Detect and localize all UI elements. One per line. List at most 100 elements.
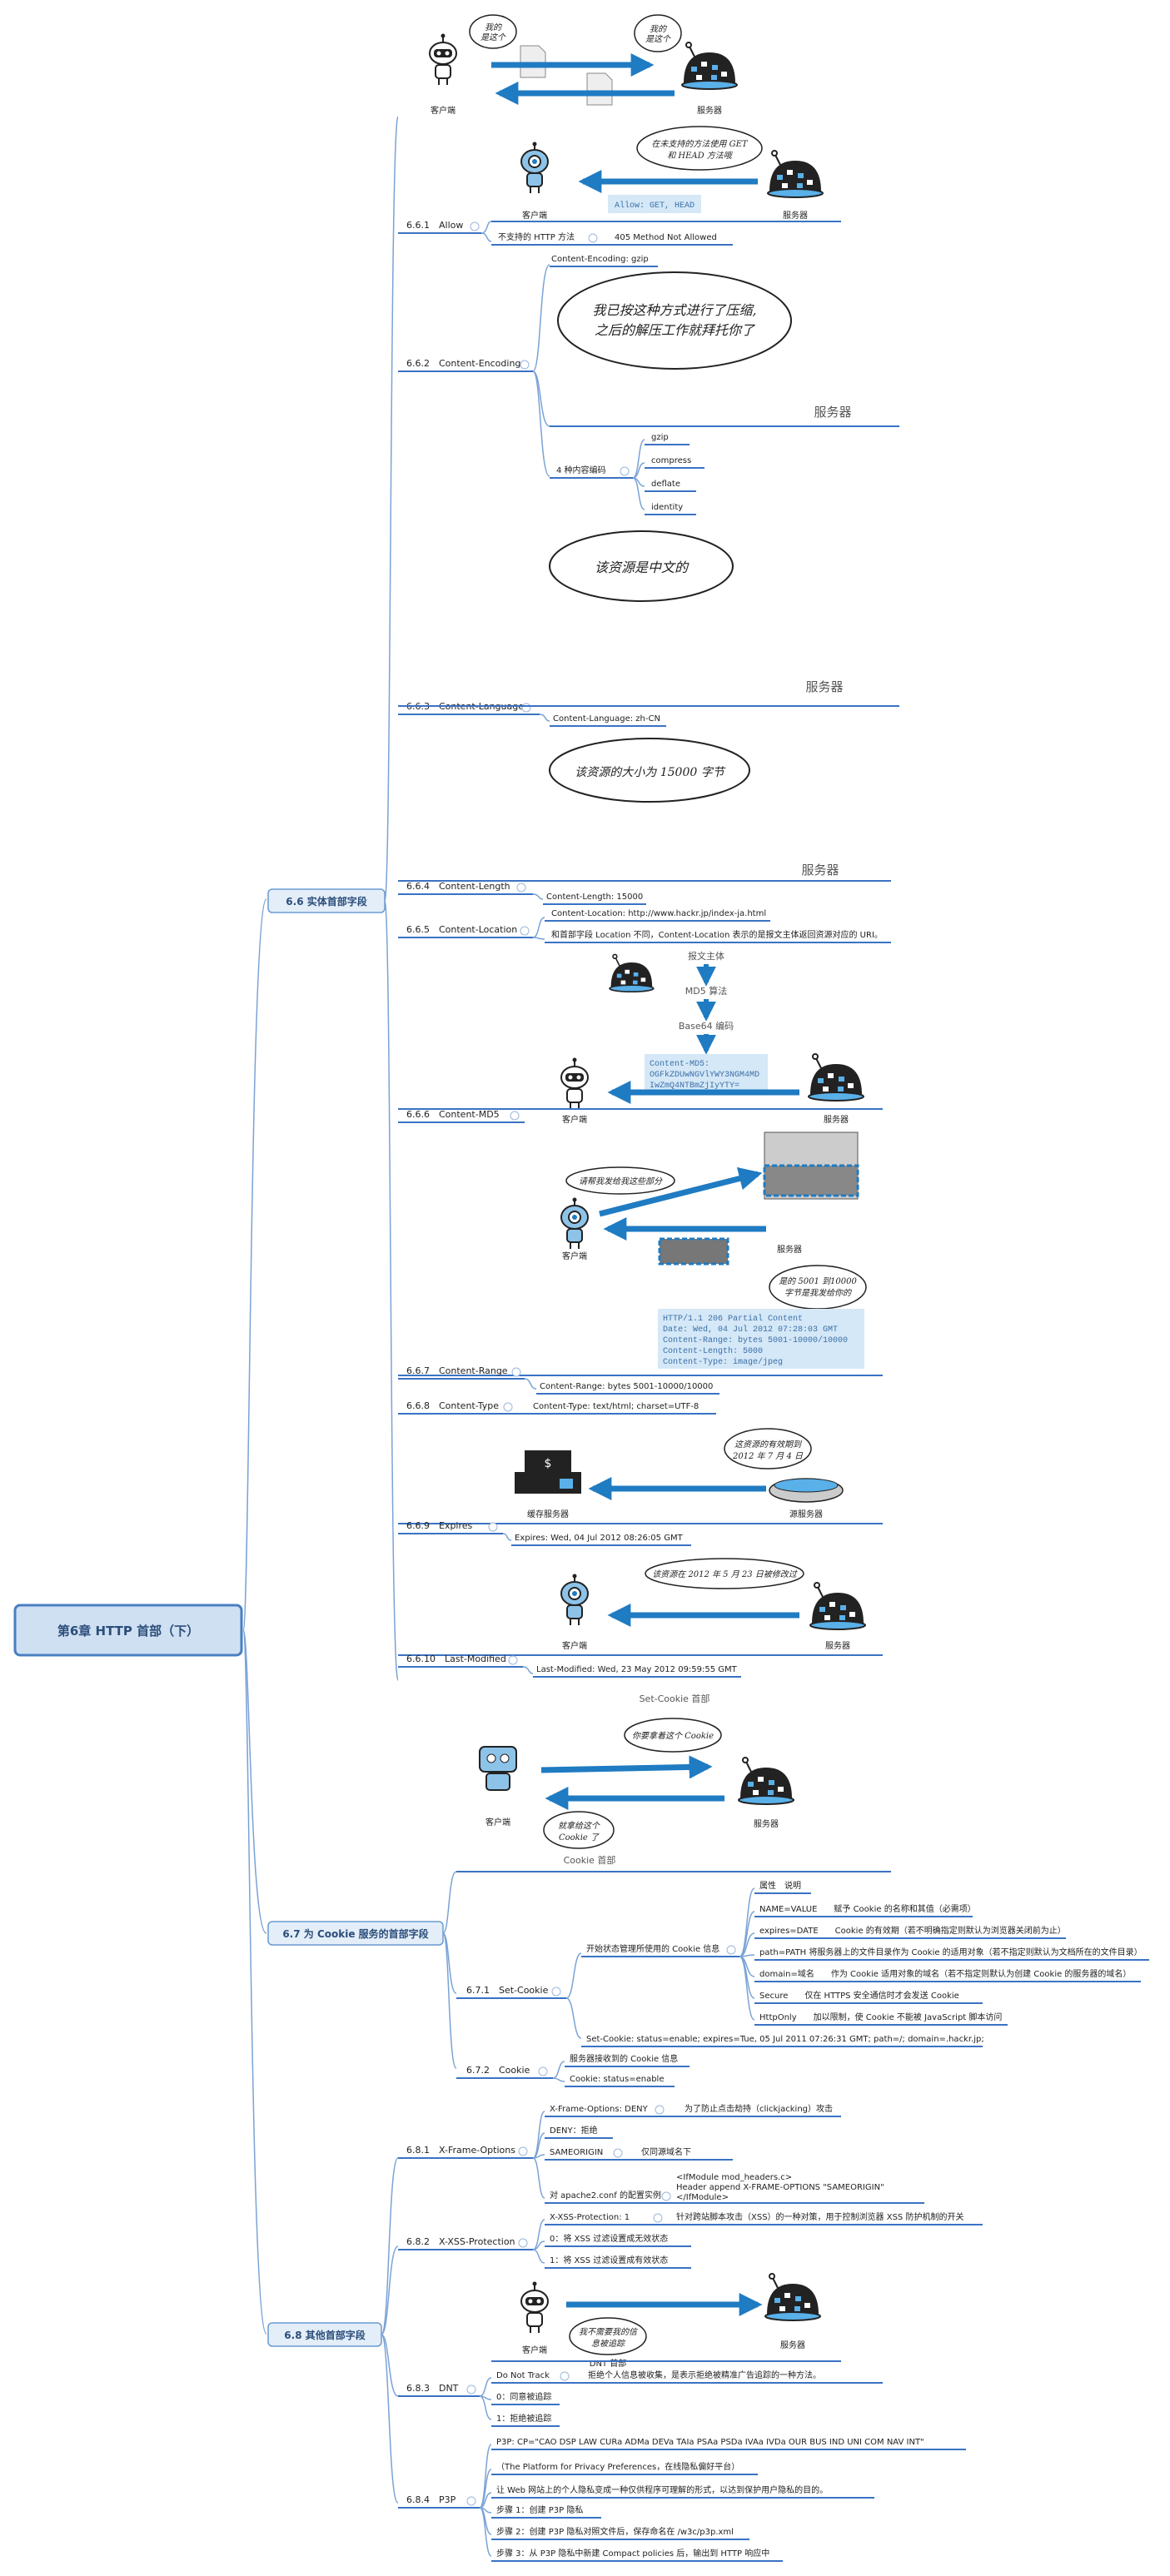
cookie-illustration: Set-Cookie 首部 你要拿着这个 Cookie 客户端 服务器 就拿给这… [479, 1693, 794, 1866]
p3p-v3: 让 Web 网站上的个人隐私变成一种仅供程序可理解的形式，以达到保护用户隐私的目… [496, 2484, 828, 2495]
xfo-v1-note: 为了防止点击劫持（clickjacking）攻击 [685, 2103, 833, 2114]
svg-text:OGFkZDUwNGVlYWY3NGM4MD: OGFkZDUwNGVlYWY3NGM4MD [650, 1070, 759, 1080]
location-value-1: Content-Location: http://www.hackr.jp/in… [551, 909, 766, 918]
range-illustration: 请帮我发给我这些部分 客户端 服务器 是的 5001 到10000 字节是我发给… [560, 953, 867, 1369]
server-label: 服务器 [697, 105, 722, 116]
p3p-v4: 步骤 1：创建 P3P 隐私 [496, 2504, 583, 2515]
dnt-v3: 1：拒绝被追踪 [496, 2413, 551, 2424]
section-6-6[interactable]: 6.6 实体首部字段 [267, 888, 386, 913]
allow-code: Allow: GET, HEAD [615, 201, 695, 211]
attr-row: 属性 说明 [759, 1880, 801, 1891]
xss-v1-note: 针对跨站脚本攻击（XSS）的一种对策，用于控制浏览器 XSS 防护机制的开关 [676, 2211, 963, 2222]
attr-row: domain=域名 作为 Cookie 适用对象的域名（若不指定则默认为创建 C… [759, 1968, 1131, 1979]
range-value: Content-Range: bytes 5001-10000/10000 [540, 1382, 713, 1391]
root-title: 第6章 HTTP 首部（下） [57, 1624, 199, 1639]
set-cookie-title: 6.7.1 Set-Cookie [466, 1985, 549, 1996]
svg-text:客户端: 客户端 [562, 1640, 587, 1651]
svg-text:Content-Type: image/jpeg: Content-Type: image/jpeg [663, 1357, 783, 1367]
cookie-bubble-client: 就拿给这个 [558, 1821, 600, 1831]
svg-text:字节是我发给你的: 字节是我发给你的 [784, 1288, 852, 1298]
root-node: 第6章 HTTP 首部（下） [13, 1604, 243, 1657]
svg-text:服务器: 服务器 [780, 2340, 805, 2350]
encoding-title: 6.6.2 Content-Encoding [406, 358, 520, 369]
p3p-title: 6.8.4 P3P [406, 2494, 456, 2505]
encoding-value: Content-Encoding: gzip [551, 255, 649, 264]
md5-illustration: 报文主体 MD5 算法 Base64 编码 Content-MD5: OGFkZ… [560, 950, 864, 1125]
client-label: 客户端 [431, 105, 456, 116]
svg-text:客户端: 客户端 [485, 1817, 510, 1828]
cookie-bubble-server: 你要拿着这个 Cookie [632, 1731, 714, 1741]
svg-text:是这个: 是这个 [645, 34, 671, 44]
cookie-desc: 服务器接收到的 Cookie 信息 [570, 2053, 678, 2064]
set-cookie-caption: Set-Cookie 首部 [640, 1693, 710, 1704]
xfo-v4: 对 apache2.conf 的配置实例 [550, 2190, 661, 2201]
range-title: 6.6.7 Content-Range [406, 1365, 508, 1376]
svg-text:息被追踪: 息被追踪 [591, 2339, 626, 2349]
set-cookie-attrs: 属性 说明 NAME=VALUE 赋予 Cookie 的名称和其值（必需项） e… [739, 1880, 1149, 2026]
bubble-client-top: 我的 [485, 22, 502, 32]
type-value: Content-Type: text/html; charset=UTF-8 [533, 1402, 699, 1411]
robot-client-icon [479, 1746, 517, 1791]
dnt-caption: DNT 首部 [590, 2358, 626, 2369]
svg-text:服务器: 服务器 [825, 1640, 850, 1651]
dnt-v1-note: 拒绝个人信息被收集，是表示拒绝被精准广告追踪的一种方法。 [588, 2370, 821, 2380]
p3p-v2: （The Platform for Privacy Preferences，在线… [496, 2461, 739, 2472]
xfo-v3-note: 仅同源域名下 [641, 2146, 691, 2157]
svg-text:服务器: 服务器 [783, 210, 808, 221]
svg-text:和 HEAD 方法哦: 和 HEAD 方法哦 [667, 151, 734, 161]
svg-text:服务器: 服务器 [754, 1818, 779, 1829]
top-illustration: 客户端 我的 是这个 我的 是这个 服务器 [429, 14, 738, 116]
svg-text:Content-Length: 5000: Content-Length: 5000 [663, 1346, 763, 1356]
svg-text:客户端: 客户端 [562, 1114, 587, 1125]
xss-v1: X-XSS-Protection: 1 [550, 2213, 630, 2222]
svg-text:HTTP/1.1 206 Partial Content: HTTP/1.1 206 Partial Content [663, 1314, 803, 1324]
p3p-v5: 步骤 2：创建 P3P 隐私对照文件后，保存命名在 /w3c/p3p.xml [496, 2526, 734, 2537]
dnt-v1: Do Not Track [496, 2371, 550, 2380]
svg-text:客户端: 客户端 [562, 1251, 587, 1261]
section-6-7-title: 6.7 为 Cookie 服务的首部字段 [282, 1927, 429, 1940]
dnt-v2: 0：同意被追踪 [496, 2391, 551, 2402]
svg-text:服务器: 服务器 [805, 679, 843, 694]
md5-title: 6.6.6 Content-MD5 [406, 1109, 500, 1120]
length-illustration: 该资源的大小为 15000 字节 服务器 [549, 738, 839, 878]
expires-value: Expires: Wed, 04 Jul 2012 08:26:05 GMT [515, 1534, 684, 1543]
svg-text:$: $ [545, 1457, 552, 1470]
svg-text:Cookie 了: Cookie 了 [559, 1833, 600, 1842]
svg-text:服务器: 服务器 [814, 405, 851, 420]
length-value: Content-Length: 15000 [546, 893, 643, 902]
p3p-v6: 步骤 3：从 P3P 隐私中新建 Compact policies 后，输出到 … [496, 2548, 769, 2559]
language-bubble: 该资源是中文的 [595, 559, 690, 575]
allow-bubble: 在未支持的方法使用 GET [651, 139, 748, 149]
language-illustration: 该资源是中文的 服务器 [549, 530, 844, 694]
dnt-bubble: 我不需要我的信 [579, 2327, 639, 2337]
svg-text:服务器: 服务器 [801, 863, 839, 878]
encoding-type-deflate: deflate [651, 480, 680, 489]
last-modified-bubble: 该资源在 2012 年 5 月 23 日被修改过 [652, 1569, 798, 1579]
svg-text:是这个: 是这个 [480, 32, 506, 42]
svg-text:Base64 编码: Base64 编码 [679, 1020, 734, 1032]
allow-illustration: 客户端 在未支持的方法使用 GET 和 HEAD 方法哦 Allow: GET,… [520, 126, 824, 221]
section-6-8[interactable]: 6.8 其他首部字段 [267, 2322, 382, 2347]
xfo-code-3: </IfModule> [676, 2193, 729, 2202]
expires-illustration: $ 缓存服务器 这资源的有效期到 2012 年 7 月 4 日 源服务器 [515, 1428, 844, 1519]
last-modified-illustration: 客户端 该资源在 2012 年 5 月 23 日被修改过 服务器 [560, 1558, 866, 1651]
location-value-2: 和首部字段 Location 不同，Content-Location 表示的是报… [551, 929, 883, 940]
allow-left: 不支持的 HTTP 方法 [498, 231, 575, 242]
doc-icon [520, 45, 546, 78]
language-value: Content-Language: zh-CN [553, 714, 660, 724]
cookie-title: 6.7.2 Cookie [466, 2065, 530, 2076]
svg-text:客户端: 客户端 [522, 2345, 547, 2355]
encoding-types-label: 4 种内容编码 [556, 465, 606, 475]
encoding-type-identity: identity [651, 503, 683, 512]
range-bubble-server: 是的 5001 到10000 [779, 1276, 857, 1286]
length-title: 6.6.4 Content-Length [406, 881, 510, 892]
encoding-type-gzip: gzip [651, 433, 669, 442]
svg-text:2012 年 7 月 4 日: 2012 年 7 月 4 日 [732, 1451, 804, 1461]
set-cookie-desc: 开始状态管理所使用的 Cookie 信息 [586, 1943, 719, 1954]
svg-text:IwZmQ4NTBmZjIyYTY=: IwZmQ4NTBmZjIyYTY= [650, 1081, 739, 1091]
svg-text:Date: Wed, 04 Jul 2012 07:28:0: Date: Wed, 04 Jul 2012 07:28:03 GMT [663, 1325, 838, 1335]
dnt-illustration: 客户端 我不需要我的信 息被追踪 DNT 首部 服务器 [520, 2273, 821, 2369]
range-bubble-client: 请帮我发给我这些部分 [579, 1176, 663, 1186]
xss-v2: 0：将 XSS 过滤设置成无效状态 [550, 2233, 668, 2244]
section-6-7[interactable]: 6.7 为 Cookie 服务的首部字段 [267, 1921, 444, 1946]
